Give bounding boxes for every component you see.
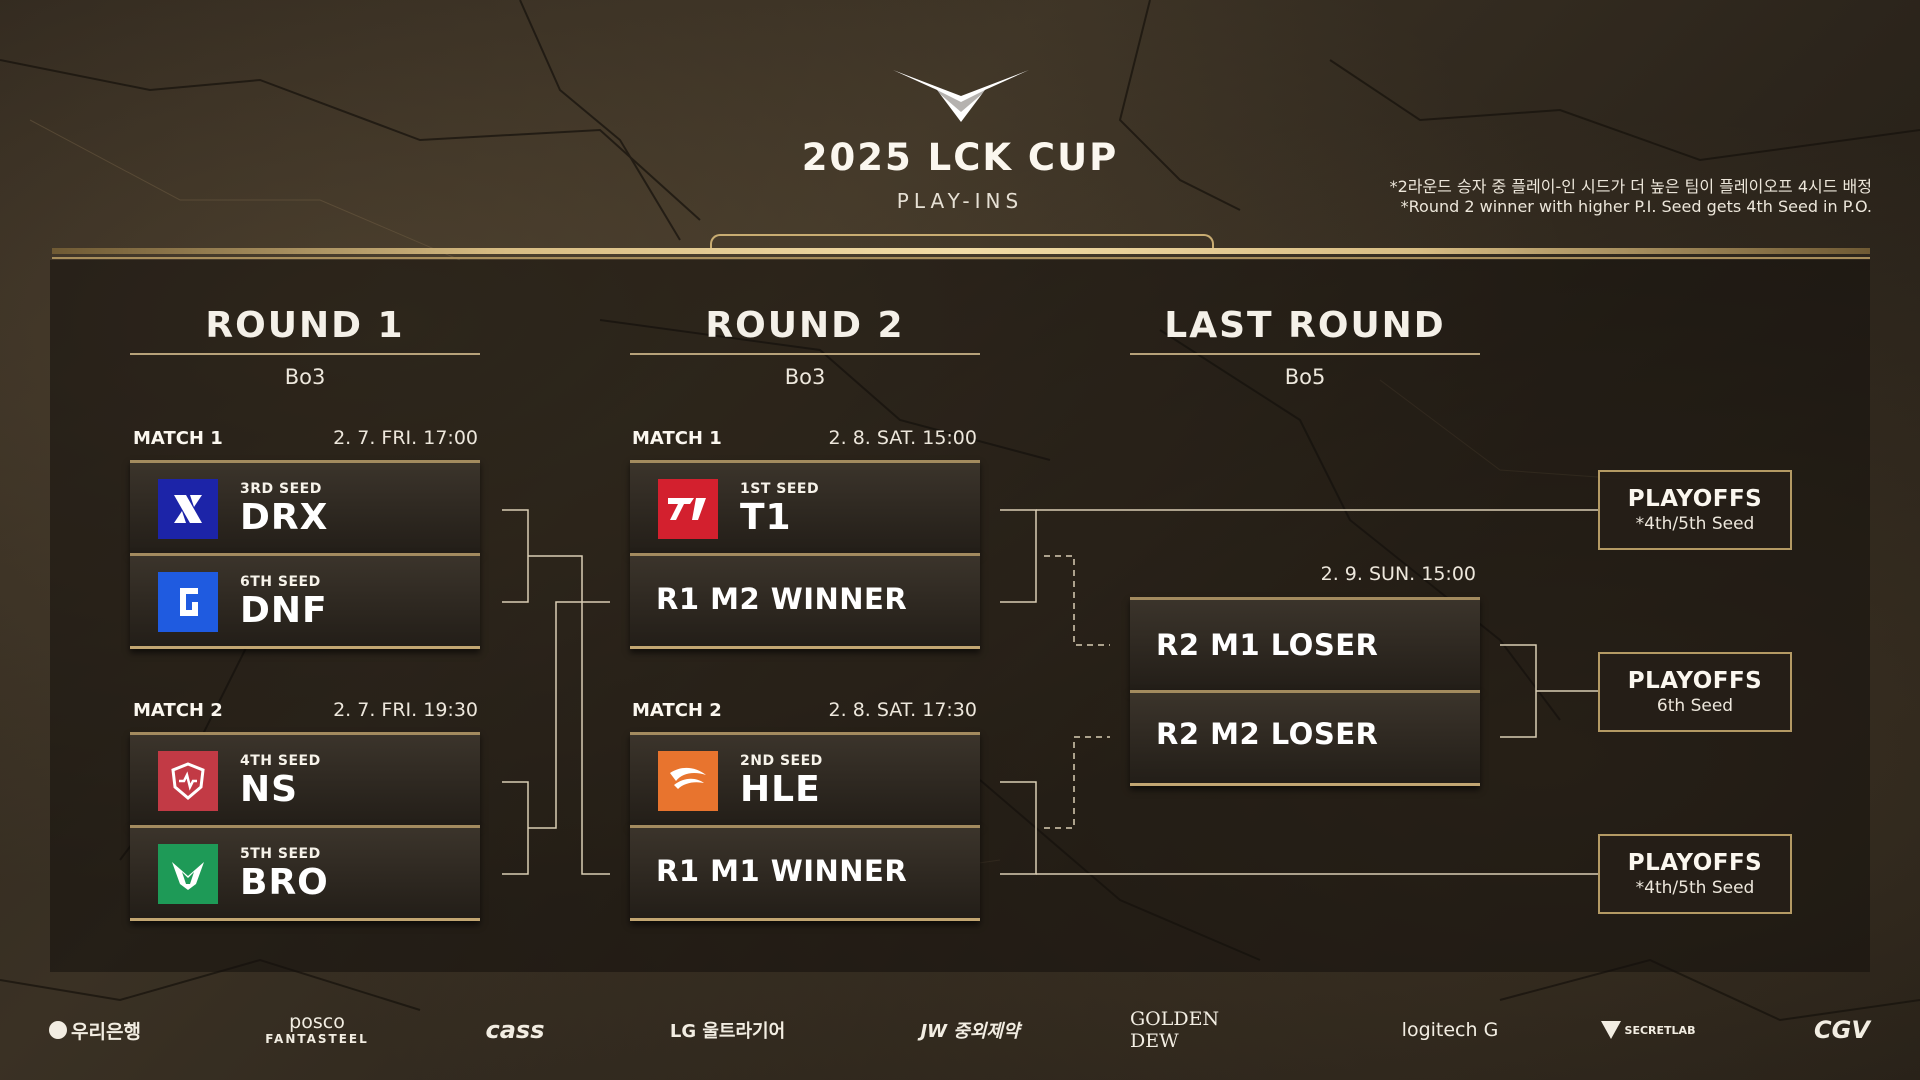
round-1-format: Bo3 — [284, 365, 326, 389]
last-round-date: 2. 9. SUN. 15:00 — [1320, 563, 1476, 585]
round-1-rule — [130, 353, 480, 355]
gold-divider-thin — [52, 257, 1870, 259]
r2-match2-date: 2. 8. SAT. 17:30 — [828, 699, 977, 721]
sponsor-label: CGV — [1814, 1016, 1870, 1044]
seed-note-english: *Round 2 winner with higher P.I. Seed ge… — [1400, 197, 1872, 216]
r1-match1-date: 2. 7. FRI. 17:00 — [333, 427, 478, 449]
team-name: T1 — [740, 497, 792, 538]
team-card-t1[interactable]: 1ST SEED T1 — [630, 460, 980, 553]
team-card-dnf[interactable]: 6TH SEED DNF — [130, 553, 480, 649]
team-seed: 4TH SEED — [240, 753, 321, 769]
r1-match2-date: 2. 7. FRI. 19:30 — [333, 699, 478, 721]
sponsor-cgv: CGV — [1812, 1010, 1872, 1050]
slot-label: R1 M2 WINNER — [656, 582, 908, 616]
bro-logo-icon — [158, 844, 218, 904]
r2-match1-date: 2. 8. SAT. 15:00 — [828, 427, 977, 449]
playoffs-box-bottom[interactable]: PLAYOFFS *4th/5th Seed — [1598, 834, 1792, 914]
team-name: BRO — [240, 862, 329, 903]
sponsor-sublabel: FANTASTEEL — [265, 1032, 369, 1046]
round-2-format: Bo3 — [784, 365, 826, 389]
sponsor-label: cass — [485, 1016, 545, 1044]
last-round-title: LAST ROUND — [1164, 305, 1446, 346]
page-title: 2025 LCK CUP — [801, 136, 1119, 179]
team-name: DRX — [240, 497, 329, 538]
last-round-format: Bo5 — [1284, 365, 1326, 389]
playoffs-seed: *4th/5th Seed — [1635, 514, 1755, 534]
r2-match1-label: MATCH 1 — [632, 428, 722, 449]
sponsor-posco: posco FANTASTEEL — [262, 1010, 372, 1050]
team-seed: 2ND SEED — [740, 753, 823, 769]
sponsor-lg-ultragear: LG 울트라기어 — [660, 1010, 795, 1050]
sponsor-label: SECRETLAB — [1624, 1023, 1696, 1037]
sponsor-label: GOLDEN DEW — [1130, 1008, 1220, 1052]
team-card-drx[interactable]: 3RD SEED DRX — [130, 460, 480, 553]
round-2-rule — [630, 353, 980, 355]
woori-bank-icon — [49, 1021, 68, 1039]
drx-logo-icon — [158, 479, 218, 539]
sponsor-golden-dew: GOLDEN DEW — [1130, 1008, 1270, 1052]
ns-logo-icon — [158, 751, 218, 811]
last-round-rule — [1130, 353, 1480, 355]
round-1-title: ROUND 1 — [205, 305, 405, 346]
hle-logo-icon — [658, 751, 718, 811]
slot-label: R2 M2 LOSER — [1156, 717, 1379, 751]
sponsor-cass: cass — [480, 1010, 550, 1050]
team-card-bro[interactable]: 5TH SEED BRO — [130, 825, 480, 921]
slot-r1m1-winner[interactable]: R1 M1 WINNER — [630, 825, 980, 921]
header-ornament — [710, 234, 1214, 250]
team-seed: 1ST SEED — [740, 481, 820, 497]
sponsor-jw: JW 중외제약 — [905, 1010, 1035, 1050]
dnf-logo-icon — [158, 572, 218, 632]
gold-divider — [52, 248, 1870, 254]
playoffs-seed: 6th Seed — [1656, 696, 1734, 716]
team-name: HLE — [740, 769, 821, 810]
playoffs-label: PLAYOFFS — [1627, 850, 1763, 876]
slot-r1m2-winner[interactable]: R1 M2 WINNER — [630, 553, 980, 649]
r1-match1-label: MATCH 1 — [133, 428, 223, 449]
r1-match2-label: MATCH 2 — [133, 700, 223, 721]
sponsor-label: posco — [289, 1011, 345, 1033]
t1-logo-icon — [658, 479, 718, 539]
team-name: DNF — [240, 590, 328, 631]
sponsor-logitech: logitech G — [1385, 1010, 1515, 1050]
team-seed: 5TH SEED — [240, 846, 321, 862]
slot-r2m2-loser[interactable]: R2 M2 LOSER — [1130, 690, 1480, 786]
slot-label: R2 M1 LOSER — [1156, 628, 1379, 662]
slot-r2m1-loser[interactable]: R2 M1 LOSER — [1130, 597, 1480, 690]
sponsor-label: logitech G — [1401, 1019, 1499, 1041]
team-seed: 6TH SEED — [240, 574, 321, 590]
r2-match2-label: MATCH 2 — [632, 700, 722, 721]
playoffs-label: PLAYOFFS — [1627, 486, 1763, 512]
lck-logo-icon — [893, 70, 1029, 122]
team-name: NS — [240, 769, 299, 810]
secretlab-icon — [1600, 1021, 1621, 1039]
sponsor-label: 우리은행 — [71, 1020, 141, 1043]
sponsor-woori-bank: 우리은행 — [40, 1010, 150, 1050]
playoffs-seed: *4th/5th Seed — [1635, 878, 1755, 898]
slot-label: R1 M1 WINNER — [656, 854, 908, 888]
sponsor-secretlab: SECRETLAB — [1600, 1010, 1695, 1050]
round-2-title: ROUND 2 — [705, 305, 905, 346]
sponsor-label: JW 중외제약 — [920, 1021, 1020, 1042]
team-card-hle[interactable]: 2ND SEED HLE — [630, 732, 980, 825]
sponsor-label: LG 울트라기어 — [669, 1021, 786, 1042]
seed-note-korean: *2라운드 승자 중 플레이-인 시드가 더 높은 팀이 플레이오프 4시드 배… — [1389, 177, 1872, 196]
team-card-ns[interactable]: 4TH SEED NS — [130, 732, 480, 825]
playoffs-box-middle[interactable]: PLAYOFFS 6th Seed — [1598, 652, 1792, 732]
page-subtitle: PLAY-INS — [896, 189, 1024, 213]
playoffs-label: PLAYOFFS — [1627, 668, 1763, 694]
playoffs-box-top[interactable]: PLAYOFFS *4th/5th Seed — [1598, 470, 1792, 550]
team-seed: 3RD SEED — [240, 481, 322, 497]
